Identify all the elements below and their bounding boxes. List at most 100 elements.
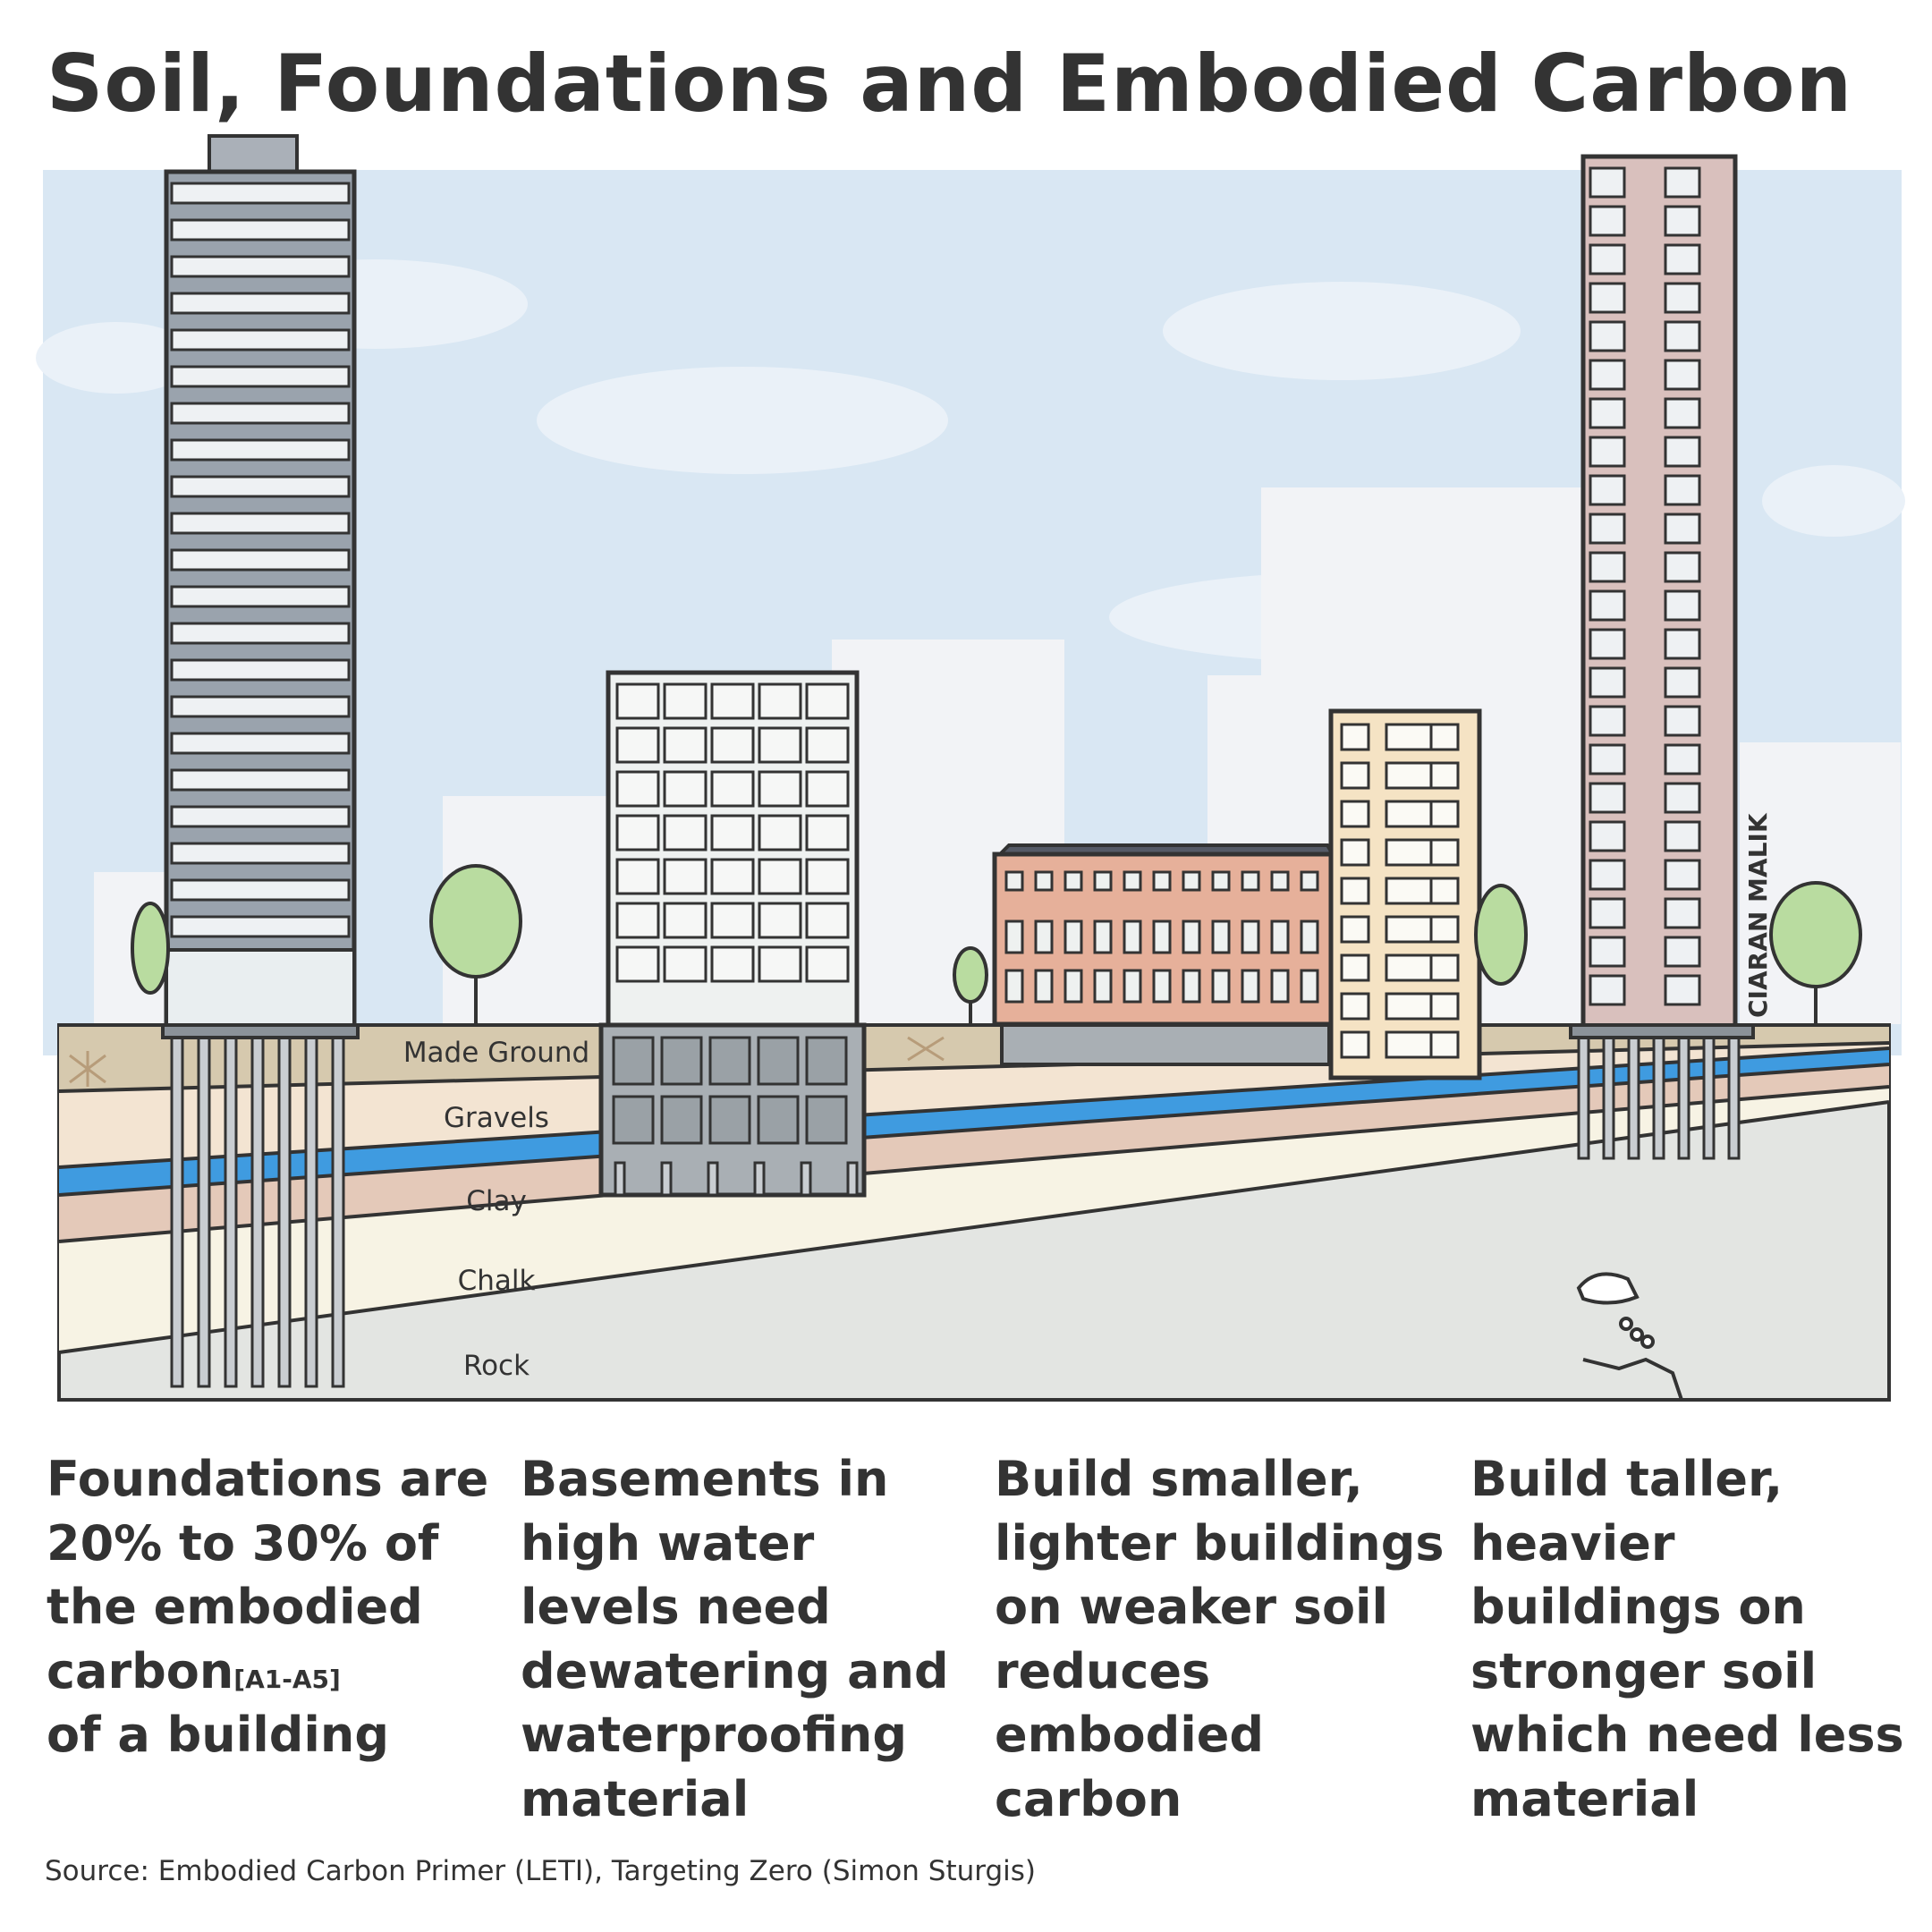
floor-band <box>170 218 351 242</box>
basement-cell <box>757 1095 800 1145</box>
floor-band <box>170 585 351 608</box>
left-tower <box>161 134 360 1388</box>
window <box>615 858 660 895</box>
window <box>805 814 850 852</box>
window <box>615 814 660 852</box>
window <box>758 814 802 852</box>
window <box>1270 969 1290 1004</box>
window <box>1123 919 1142 954</box>
window <box>1589 551 1626 583</box>
floor-band <box>170 328 351 352</box>
caption-line: dewatering and <box>521 1642 949 1699</box>
window <box>1385 800 1436 828</box>
right-tower <box>1569 154 1755 1160</box>
window <box>1664 589 1701 622</box>
window <box>1589 820 1626 852</box>
window <box>710 682 755 720</box>
window <box>1589 205 1626 237</box>
floor-band <box>170 732 351 755</box>
window <box>1664 820 1701 852</box>
window <box>663 902 708 939</box>
dinosaur-fossil-icon <box>1576 1272 1683 1401</box>
window <box>1589 936 1626 968</box>
pile <box>277 1027 292 1388</box>
window <box>1182 870 1201 892</box>
label-rock: Rock <box>463 1350 530 1382</box>
pile <box>331 1027 345 1388</box>
window <box>1340 1030 1370 1059</box>
artist-signature: CIARAN MALIK <box>1743 812 1773 1018</box>
window <box>1385 723 1436 751</box>
window <box>758 682 802 720</box>
window <box>1340 992 1370 1021</box>
floor-band <box>170 475 351 498</box>
basement-cell <box>805 1095 848 1145</box>
pile <box>197 1027 211 1388</box>
window <box>1211 870 1231 892</box>
window <box>1589 513 1626 545</box>
pile <box>1577 1031 1590 1160</box>
basement-pile <box>707 1161 719 1197</box>
window <box>1589 974 1626 1006</box>
window <box>663 770 708 808</box>
basement-pile <box>660 1161 673 1197</box>
window <box>1429 992 1460 1021</box>
window <box>758 770 802 808</box>
window <box>1182 969 1201 1004</box>
window <box>1664 166 1701 199</box>
window <box>1385 877 1436 905</box>
window <box>1385 761 1436 790</box>
window <box>1589 282 1626 314</box>
window <box>1664 782 1701 814</box>
floor-band <box>170 695 351 718</box>
pile <box>1702 1031 1716 1160</box>
basement-cell <box>757 1036 800 1086</box>
window <box>710 814 755 852</box>
window <box>1589 436 1626 468</box>
window <box>1664 666 1701 699</box>
caption-line: heavier <box>1470 1514 1675 1572</box>
basement-cell <box>612 1036 655 1086</box>
window <box>1270 919 1290 954</box>
label-gravels: Gravels <box>444 1102 549 1134</box>
window <box>1664 474 1701 506</box>
window <box>1429 723 1460 751</box>
window <box>1664 282 1701 314</box>
window <box>1664 436 1701 468</box>
floor-band <box>170 805 351 828</box>
window <box>1429 761 1460 790</box>
window <box>1664 205 1701 237</box>
window <box>1211 919 1231 954</box>
window <box>663 682 708 720</box>
window <box>1063 969 1083 1004</box>
window <box>1340 723 1370 751</box>
window <box>1589 243 1626 275</box>
floor-band <box>170 622 351 645</box>
window <box>1093 919 1113 954</box>
window <box>1300 870 1319 892</box>
window <box>1340 953 1370 982</box>
window <box>1300 969 1319 1004</box>
window <box>1664 243 1701 275</box>
window <box>805 770 850 808</box>
window <box>1429 915 1460 944</box>
floor-band <box>170 658 351 682</box>
window <box>1664 743 1701 775</box>
window <box>1034 870 1054 892</box>
caption-line: material <box>1470 1770 1699 1827</box>
window <box>1241 870 1260 892</box>
pile <box>170 1027 184 1388</box>
pile <box>304 1027 318 1388</box>
window <box>1429 1030 1460 1059</box>
window <box>1429 800 1460 828</box>
floor-band <box>170 255 351 278</box>
floor-band <box>170 292 351 315</box>
caption-line: reduces <box>995 1642 1211 1699</box>
window <box>1123 969 1142 1004</box>
caption-line: Foundations are <box>47 1451 489 1507</box>
window <box>1429 953 1460 982</box>
window <box>615 902 660 939</box>
hatch-marks <box>69 1036 945 1087</box>
pile <box>250 1027 265 1388</box>
caption-line: carbon <box>995 1770 1182 1827</box>
